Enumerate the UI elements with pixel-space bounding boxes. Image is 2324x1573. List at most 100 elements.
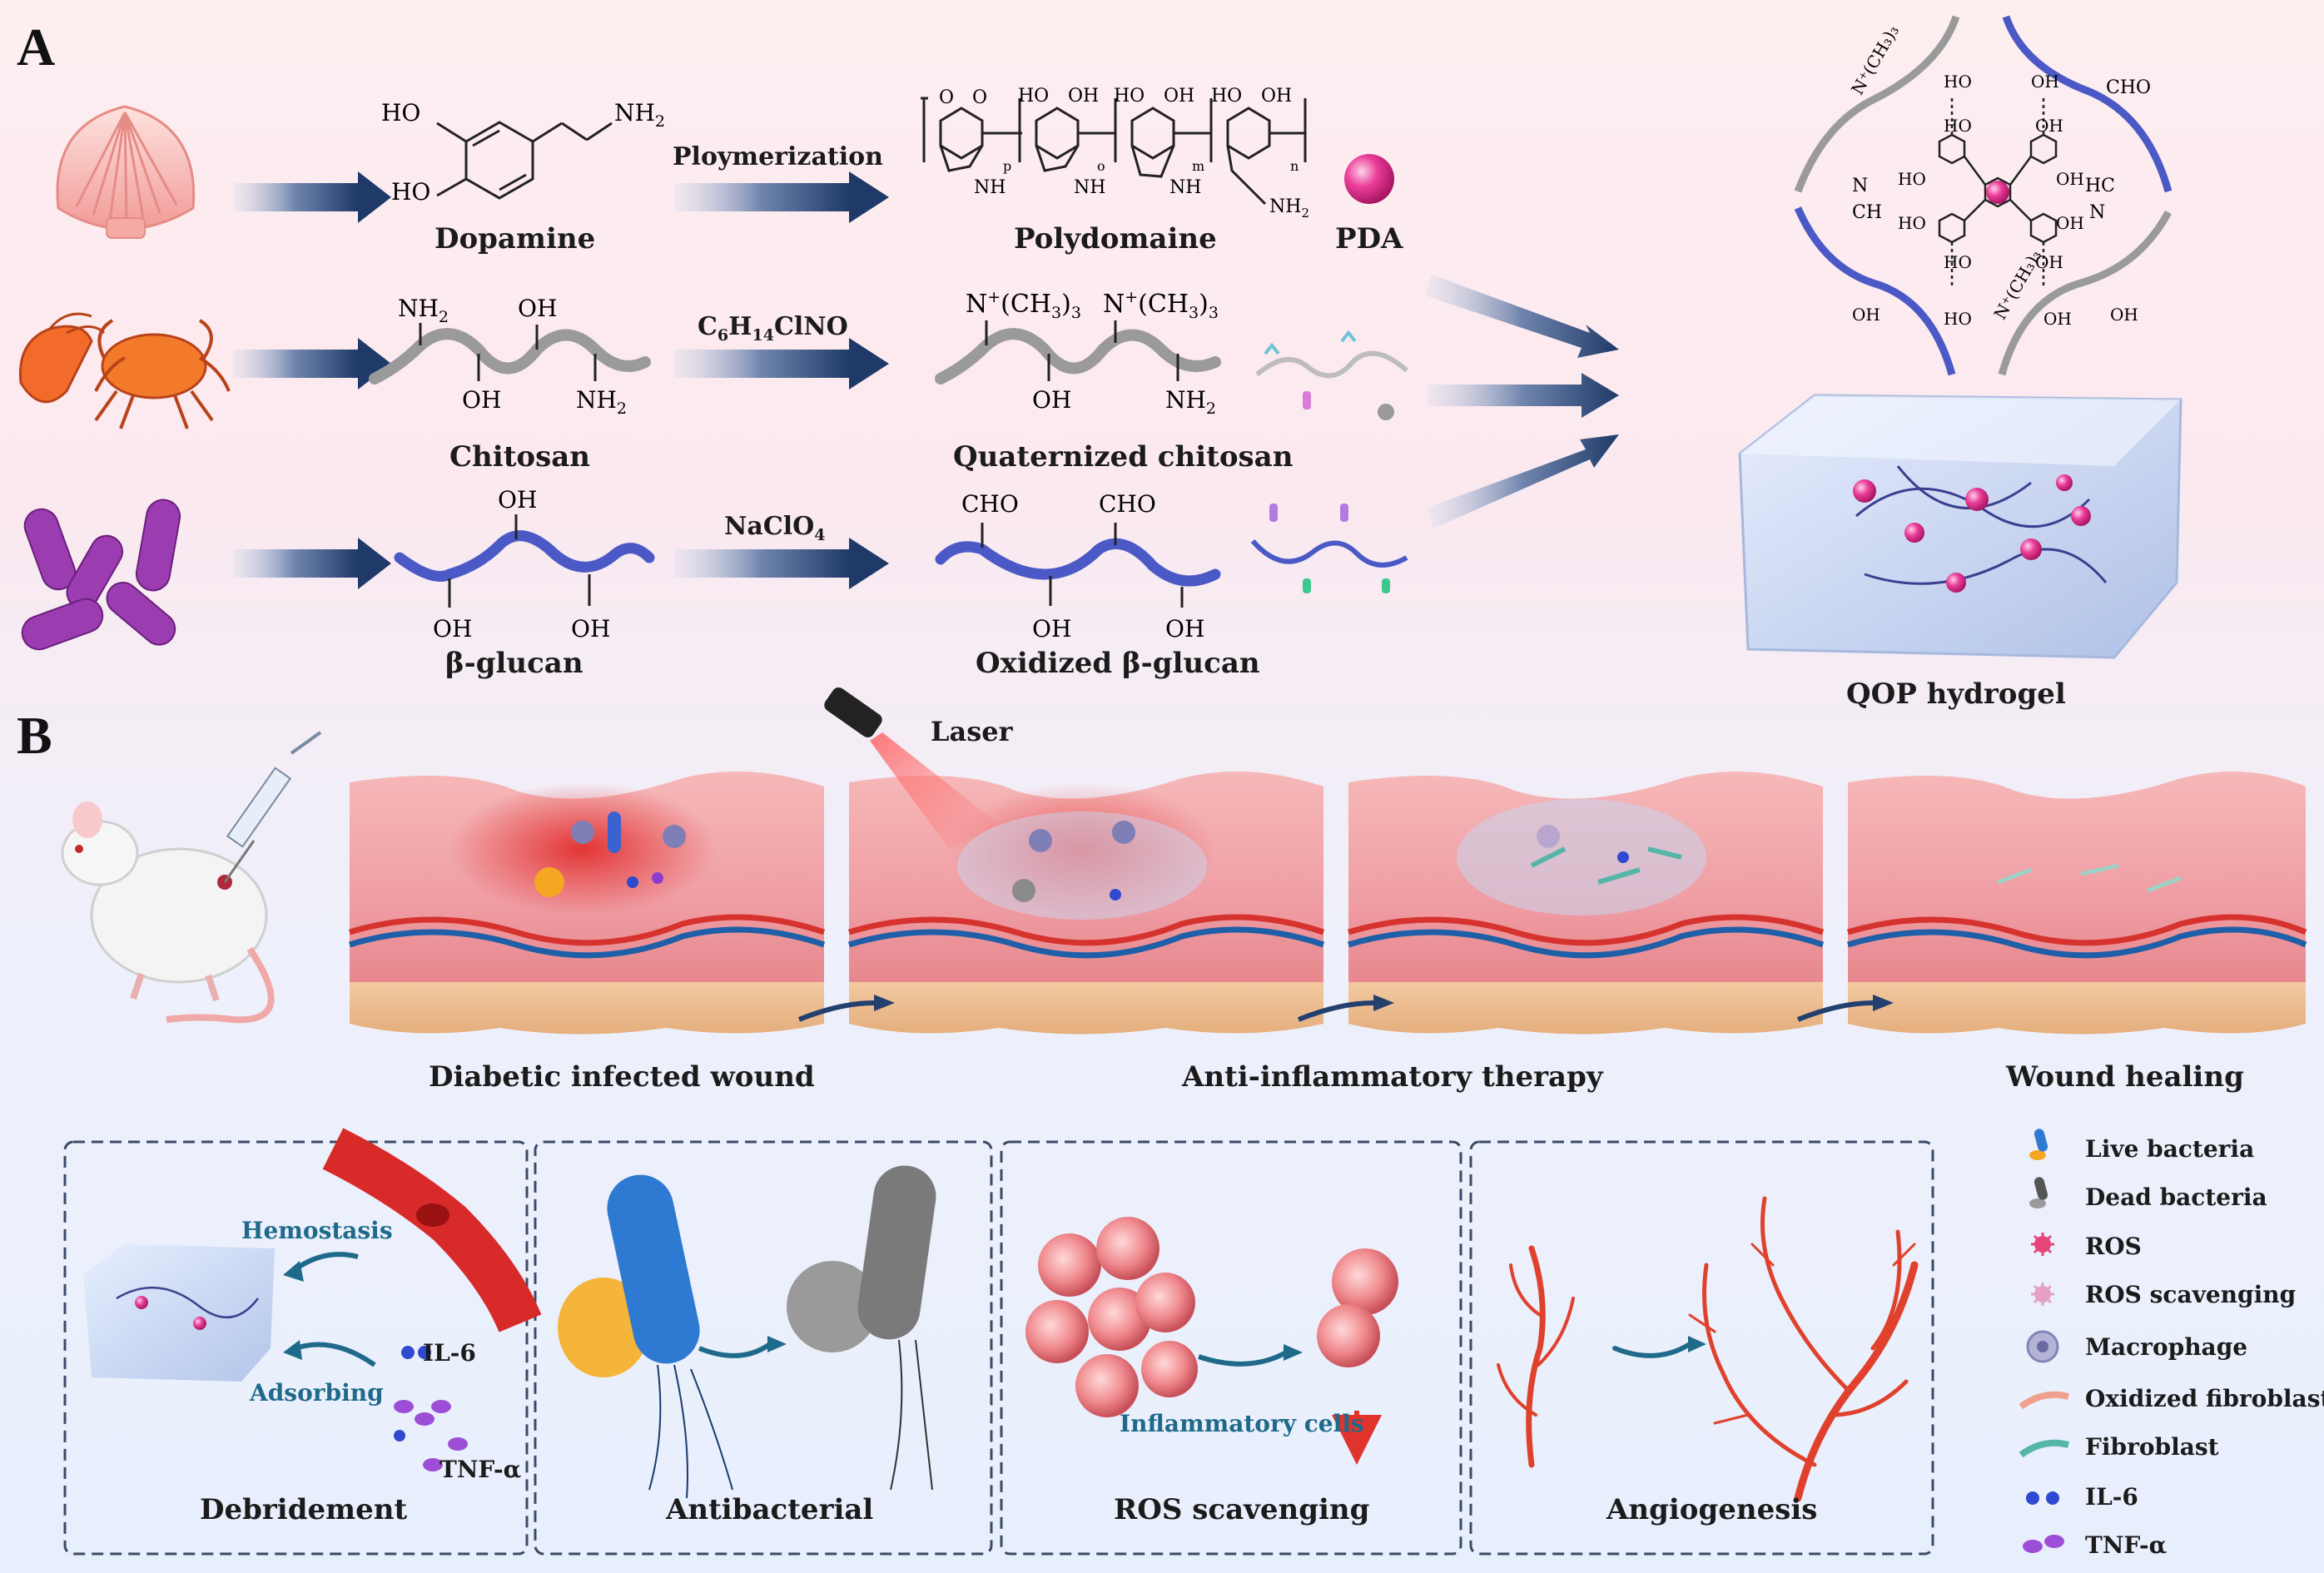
converge-arrow-bottom	[1428, 434, 1619, 528]
net-ho-4: HO	[1898, 213, 1926, 233]
net-ho-6: HO	[1944, 309, 1972, 329]
dopamine-ho-bottom: HO	[391, 178, 430, 206]
syringe-icon	[223, 731, 322, 883]
legend-label: Fibroblast	[2085, 1433, 2219, 1461]
stage-arrow-1	[797, 1000, 875, 1022]
converge-arrow-top	[1425, 275, 1619, 358]
stage-arrow-2-head	[1373, 995, 1394, 1011]
chitosan-nh2-top: NH2	[398, 295, 449, 326]
title-debridement: Debridement	[200, 1493, 407, 1526]
label-qop-hydrogel: QOP hydrogel	[1846, 677, 2066, 711]
net-oh-6: OH	[1852, 305, 1880, 325]
title-ros-scavenging: ROS scavenging	[1114, 1493, 1369, 1526]
net-oh-2: OH	[2035, 116, 2063, 136]
glucan-rods-icon	[21, 499, 181, 651]
oxglucan-chain-icon	[1250, 504, 1408, 593]
title-antibacterial: Antibacterial	[665, 1493, 873, 1526]
legend-label: Live bacteria	[2085, 1135, 2254, 1163]
stage-arrow-3	[1796, 1000, 1874, 1022]
qcs-nme3-2: N+(CH3)3	[1103, 288, 1219, 322]
arrow-head-2	[849, 171, 889, 223]
pda-oh1: OH	[1068, 86, 1099, 107]
arrow-head-4	[849, 338, 889, 390]
scallop-shell-icon	[56, 105, 196, 239]
ros-illustration	[1025, 1217, 1398, 1465]
label-beta-glucan: β-glucan	[445, 647, 583, 680]
arrow-oxidation	[674, 549, 849, 578]
net-oh-1: OH	[2031, 72, 2059, 92]
legend-label: TNF-α	[2085, 1531, 2167, 1559]
arrow-head-1	[358, 171, 391, 223]
arrow-polymerization	[674, 183, 849, 211]
legend-label: IL-6	[2085, 1483, 2138, 1511]
angio-arrow-head	[1688, 1336, 1706, 1352]
qcs-oh: OH	[1032, 386, 1071, 414]
chitosan-oh-top: OH	[518, 295, 557, 322]
pda-sub-m: m	[1192, 158, 1204, 174]
qcs-chain-icon	[1255, 330, 1408, 420]
pda-nh3: NH	[1169, 177, 1201, 198]
pda-ho2: HO	[1114, 86, 1145, 107]
label-tnf-box: TNF-α	[439, 1456, 521, 1483]
label-stage-healing: Wound healing	[2005, 1060, 2244, 1094]
arrow-rods-to-glucan	[233, 549, 358, 578]
pda-sub-o: o	[1097, 158, 1105, 174]
box-antibacterial	[534, 1140, 993, 1556]
legend-label: ROS	[2085, 1233, 2142, 1260]
legend	[2019, 1129, 2070, 1553]
stage-arrow-2	[1297, 1000, 1374, 1022]
skin-block-3	[1347, 772, 1825, 1035]
oxglucan-cho-1: CHO	[961, 490, 1019, 518]
arrow-crab-to-chitosan	[233, 350, 358, 378]
pda-sub-n: n	[1290, 158, 1299, 174]
legend-icon-tnf	[2023, 1535, 2064, 1553]
legend-icon-il6	[2026, 1491, 2059, 1505]
qcs-nme3-1: N+(CH3)3	[966, 288, 1081, 322]
pda-oh3: OH	[1261, 86, 1292, 107]
antibacterial-illustration	[558, 1165, 936, 1499]
skin-block-4	[1846, 772, 2307, 1035]
qcs-nh2: NH2	[1165, 386, 1216, 418]
glucan-oh-top: OH	[498, 486, 537, 514]
polydopamine-structure	[921, 97, 1307, 206]
title-angiogenesis: Angiogenesis	[1606, 1493, 1817, 1526]
label-quaternized-chitosan: Quaternized chitosan	[953, 440, 1293, 474]
hydrogel-block	[1738, 394, 2182, 659]
label-inflammatory-cells: Inflammatory cells	[1120, 1410, 1364, 1437]
dopamine-nh: NH2	[614, 99, 665, 131]
legend-icon-live-bacteria	[2029, 1129, 2048, 1160]
arrow-quaternization	[674, 350, 849, 378]
oxglucan-oh-1: OH	[1032, 615, 1071, 643]
legend-icon-fibroblast	[2019, 1439, 2070, 1458]
stage-arrow-1-head	[874, 995, 895, 1011]
label-dopamine: Dopamine	[435, 222, 595, 256]
net-oh-5: OH	[2035, 252, 2063, 272]
legend-label: Oxidized fibroblast	[2085, 1385, 2324, 1412]
net-ch-left: CH	[1852, 202, 1882, 223]
converge-arrow-mid	[1428, 373, 1619, 418]
chitosan-nh2-bottom: NH2	[576, 386, 627, 418]
legend-icon-macrophage	[2026, 1330, 2059, 1363]
legend-label: Macrophage	[2085, 1333, 2247, 1361]
pda-sub-p: p	[1003, 158, 1011, 174]
skin-block-2	[847, 772, 1325, 1035]
net-hc-right: HC	[2085, 176, 2115, 196]
pda-nh2-end: NH2	[1269, 196, 1309, 221]
pda-o2: O	[972, 87, 987, 108]
label-oxidized-glucan: Oxidized β-glucan	[976, 647, 1260, 680]
net-ho-3: HO	[1898, 169, 1926, 189]
label-adsorbing: Adsorbing	[249, 1379, 384, 1407]
oxglucan-oh-2: OH	[1165, 615, 1204, 643]
label-hemostasis: Hemostasis	[241, 1217, 393, 1244]
legend-icon-ros	[2031, 1233, 2054, 1256]
net-oh-3: OH	[2056, 169, 2084, 189]
chitosan-oh-bottom: OH	[462, 386, 501, 414]
angiogenesis-illustration	[1497, 1196, 1919, 1502]
label-reagent-glucan: NaClO4	[724, 512, 826, 544]
arrow-head-5	[358, 538, 391, 589]
label-pda: PDA	[1335, 222, 1403, 256]
pda-ho3: HO	[1211, 86, 1242, 107]
glucan-oh-b2: OH	[571, 615, 610, 643]
